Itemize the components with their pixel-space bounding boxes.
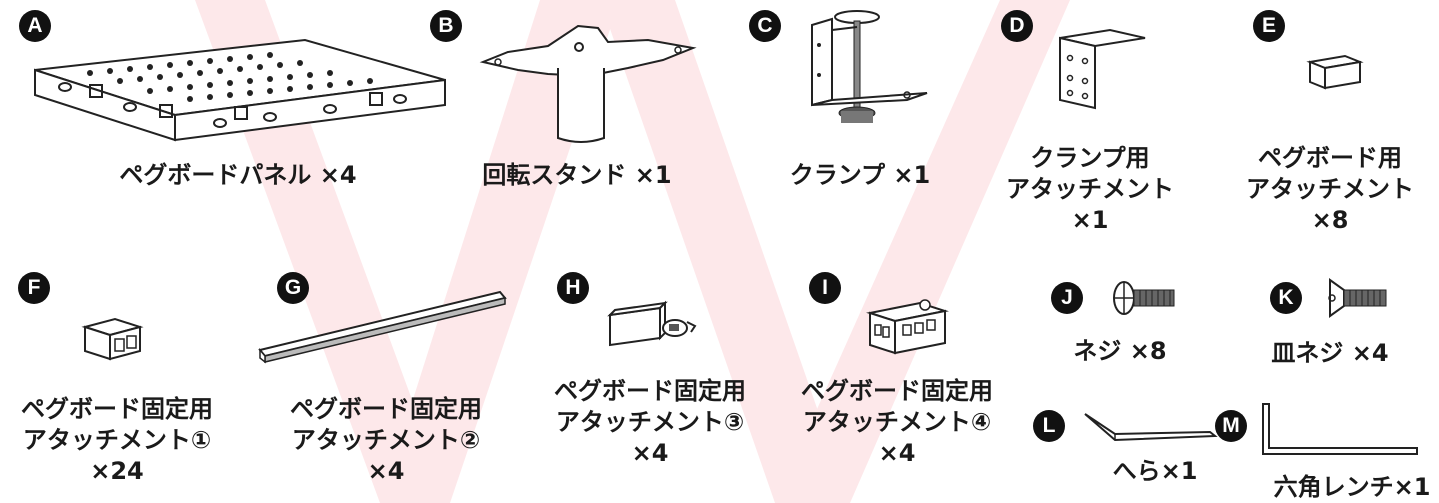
label-part-c: クランプ ×1 [790, 160, 930, 191]
label-part-e: ペグボード用 アタッチメント ×8 [1246, 143, 1414, 236]
label-part-m: 六角レンチ×1 [1274, 472, 1431, 503]
label-line: ×4 [631, 439, 669, 467]
screw-illustration [1110, 276, 1180, 320]
label-part-i: ペグボード固定用 アタッチメント④ ×4 [801, 376, 993, 469]
label-line: 皿ネジ ×4 [1271, 339, 1389, 367]
label-part-l: へら×1 [1113, 456, 1198, 487]
label-line: アタッチメント③ [555, 408, 745, 436]
label-line: アタッチメント④ [802, 408, 992, 436]
badge-k: K [1270, 282, 1302, 314]
label-line: クランプ ×1 [789, 161, 931, 189]
hex-wrench-illustration [1255, 402, 1425, 458]
label-part-a: ペグボードパネル ×4 [119, 160, 356, 191]
label-line: ×4 [367, 457, 405, 485]
label-line: アタッチメント② [291, 426, 481, 454]
badge-f: F [18, 272, 50, 304]
badge-e: E [1253, 10, 1285, 42]
label-part-d: クランプ用 アタッチメント ×1 [1006, 143, 1174, 236]
countersunk-screw-illustration [1322, 276, 1392, 320]
label-part-g: ペグボード固定用 アタッチメント② ×4 [290, 394, 482, 487]
label-line: ×4 [878, 439, 916, 467]
label-line: ペグボードパネル ×4 [119, 161, 357, 189]
badge-d: D [1001, 10, 1033, 42]
label-line: アタッチメント [1246, 175, 1414, 203]
badge-a: A [19, 10, 51, 42]
label-line: ペグボード用 [1258, 144, 1402, 172]
label-line: ネジ ×8 [1073, 337, 1167, 365]
label-part-k: 皿ネジ ×4 [1271, 338, 1388, 369]
rotating-stand-illustration [478, 18, 708, 148]
fixing-attachment-1-illustration [80, 315, 150, 365]
label-line: ×8 [1311, 206, 1349, 234]
spatula-illustration [1080, 408, 1220, 448]
label-line: ペグボード固定用 [21, 395, 213, 423]
label-part-b: 回転スタンド ×1 [482, 160, 671, 191]
label-line: 六角レンチ×1 [1273, 473, 1431, 501]
badge-l: L [1033, 410, 1065, 442]
label-line: 回転スタンド ×1 [482, 161, 672, 189]
label-line: ペグボード固定用 [290, 395, 482, 423]
label-line: アタッチメント [1006, 175, 1174, 203]
fixing-attachment-3-illustration [605, 300, 700, 355]
fixing-attachment-4-illustration [865, 295, 955, 360]
label-line: クランプ用 [1030, 144, 1150, 172]
badge-g: G [277, 272, 309, 304]
label-line: ×24 [90, 457, 144, 485]
badge-b: B [430, 10, 462, 42]
clamp-illustration [797, 5, 937, 135]
label-part-f: ペグボード固定用 アタッチメント① ×24 [21, 394, 213, 487]
label-line: ペグボード固定用 [554, 377, 746, 405]
label-part-h: ペグボード固定用 アタッチメント③ ×4 [554, 376, 746, 469]
badge-h: H [557, 272, 589, 304]
badge-i: I [809, 272, 841, 304]
label-line: ×1 [1071, 206, 1109, 234]
label-line: ペグボード固定用 [801, 377, 993, 405]
pegboard-attachment-illustration [1305, 52, 1365, 92]
badge-c: C [749, 10, 781, 42]
badge-m: M [1215, 410, 1247, 442]
clamp-attachment-illustration [1050, 28, 1150, 118]
label-line: アタッチメント① [22, 426, 212, 454]
fixing-attachment-2-illustration [255, 288, 510, 368]
label-part-j: ネジ ×8 [1073, 336, 1166, 367]
pegboard-panel-illustration [30, 35, 450, 145]
label-line: へら×1 [1112, 457, 1198, 485]
badge-j: J [1051, 282, 1083, 314]
